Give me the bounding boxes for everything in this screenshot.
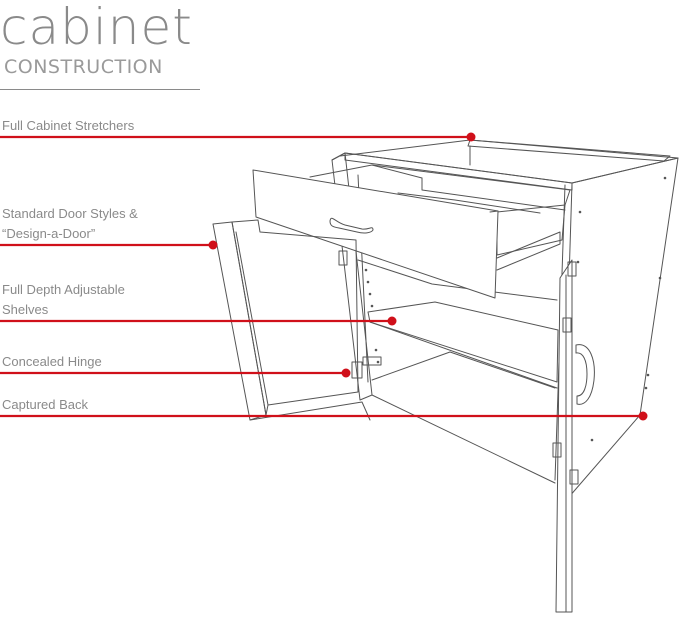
drawer-box-left-rim — [309, 164, 423, 179]
drawer-box-side — [496, 204, 566, 256]
callout-label-door-styles: Standard Door Styles & “Design-a-Door” — [2, 204, 138, 244]
drawer-box-inner-floor — [397, 192, 541, 214]
callout-text-hinge-line1: Concealed Hinge — [2, 354, 102, 369]
leader-dot-door-styles — [208, 240, 218, 250]
drawer-handle-icon — [329, 217, 374, 234]
callout-label-stretchers: Full Cabinet Stretchers — [2, 116, 134, 136]
drawer-front-thickness — [489, 210, 499, 213]
page-subtitle: CONSTRUCTION — [4, 56, 163, 78]
callout-text-shelves-line1: Full Depth Adjustable — [2, 282, 125, 297]
adjustable-shelf-front — [369, 321, 558, 389]
callout-label-back: Captured Back — [2, 395, 88, 415]
concealed-hinge-lower-icon — [351, 361, 363, 379]
drawer-box-inner-right — [421, 177, 566, 211]
left-door-inner-edge — [235, 231, 269, 406]
right-side-panel — [561, 157, 679, 506]
bottom-panel-front — [371, 394, 556, 484]
callout-leaders — [0, 132, 648, 421]
left-door-face — [231, 219, 359, 416]
callout-text-door-styles-line2: “Design-a-Door” — [2, 226, 96, 241]
drawer-front — [252, 169, 499, 299]
right-door — [552, 259, 595, 613]
right-door-hinge-mid-icon — [562, 317, 572, 333]
leader-dot-stretchers — [466, 132, 476, 142]
callout-text-stretchers-line1: Full Cabinet Stretchers — [2, 118, 135, 133]
right-door-hinge-lower-icon — [552, 442, 562, 458]
right-door-panel — [555, 259, 573, 613]
hinge-plate-icon — [362, 356, 382, 366]
leader-dot-hinge — [341, 368, 351, 378]
back-panel-inner — [357, 259, 558, 301]
leader-dot-back — [638, 411, 648, 421]
callout-label-shelves: Full Depth Adjustable Shelves — [2, 280, 125, 320]
concealed-hinge-upper-icon — [338, 250, 348, 266]
front-stretcher — [344, 152, 573, 191]
right-door-hinge-bottom-icon — [569, 469, 579, 485]
left-door-bottom — [249, 401, 371, 421]
shelf-pin-holes — [364, 176, 667, 442]
drawer-box-back-rim — [371, 164, 571, 206]
title-divider — [0, 89, 200, 90]
drawer-slide — [496, 231, 561, 271]
callout-text-shelves-line2: Shelves — [2, 302, 49, 317]
door-handle-icon — [575, 344, 595, 405]
back-stretcher — [467, 139, 671, 162]
right-door-hinge-upper-icon — [567, 261, 577, 277]
cabinet-box — [331, 139, 679, 506]
drawer — [252, 164, 571, 299]
callout-text-door-styles-line1: Standard Door Styles & — [2, 206, 138, 221]
callout-text-back-line1: Captured Back — [2, 397, 88, 412]
callout-label-hinge: Concealed Hinge — [2, 352, 102, 372]
adjustable-shelf — [367, 301, 559, 383]
leader-dot-shelves — [387, 316, 397, 326]
bottom-panel-back — [371, 351, 556, 389]
page-title: cabinet — [0, 0, 193, 56]
